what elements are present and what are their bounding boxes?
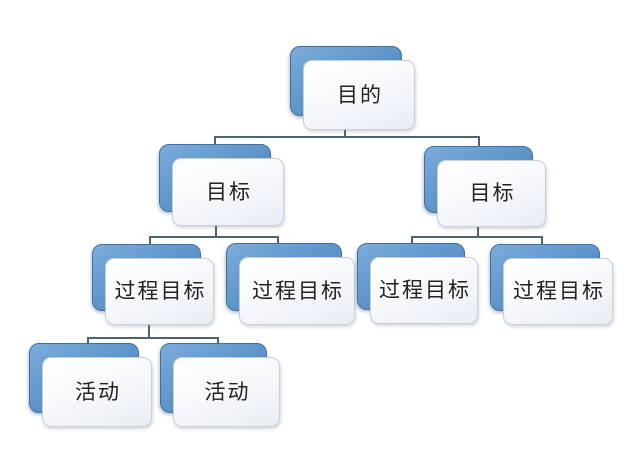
node-label: 活动 bbox=[204, 379, 251, 404]
node-label: 过程目标 bbox=[252, 278, 344, 303]
connector-line bbox=[149, 236, 279, 238]
connector-line bbox=[477, 225, 479, 238]
connector-line bbox=[217, 337, 219, 347]
node-box: 目标 bbox=[437, 160, 546, 227]
node-goal-left: 目标 bbox=[159, 144, 284, 226]
connector-line bbox=[87, 337, 219, 339]
connector-line bbox=[214, 136, 480, 138]
node-box: 目的 bbox=[303, 60, 415, 130]
node-box: 过程目标 bbox=[105, 258, 214, 325]
node-label: 目标 bbox=[469, 181, 516, 205]
node-label: 过程目标 bbox=[114, 279, 207, 303]
node-label: 目标 bbox=[206, 179, 252, 204]
node-box: 过程目标 bbox=[239, 257, 355, 325]
node-label: 过程目标 bbox=[513, 279, 605, 303]
node-label: 活动 bbox=[75, 379, 121, 404]
connector-line bbox=[344, 128, 346, 138]
node-box: 目标 bbox=[172, 158, 284, 226]
node-process-goal-1: 过程目标 bbox=[92, 244, 214, 325]
node-process-goal-2: 过程目标 bbox=[226, 243, 355, 325]
node-box: 活动 bbox=[173, 357, 280, 427]
node-box: 过程目标 bbox=[503, 258, 613, 325]
connector-line bbox=[411, 236, 543, 238]
node-purpose: 目的 bbox=[290, 46, 415, 130]
node-process-goal-3: 过程目标 bbox=[357, 243, 478, 324]
connector-line bbox=[87, 337, 89, 347]
connector-line bbox=[149, 236, 151, 248]
connector-line bbox=[277, 236, 279, 246]
node-label: 过程目标 bbox=[379, 278, 471, 302]
node-box: 活动 bbox=[42, 357, 152, 427]
node-activity-2: 活动 bbox=[160, 343, 280, 427]
node-label: 目的 bbox=[337, 82, 383, 107]
node-goal-right: 目标 bbox=[424, 146, 546, 227]
connector-line bbox=[215, 224, 217, 238]
node-activity-1: 活动 bbox=[29, 343, 152, 427]
connector-line bbox=[478, 136, 480, 151]
connector-line bbox=[148, 323, 150, 339]
connector-line bbox=[541, 236, 543, 249]
connector-line bbox=[214, 136, 216, 148]
node-process-goal-4: 过程目标 bbox=[490, 244, 613, 325]
connector-line bbox=[411, 236, 413, 248]
node-box: 过程目标 bbox=[370, 257, 478, 324]
